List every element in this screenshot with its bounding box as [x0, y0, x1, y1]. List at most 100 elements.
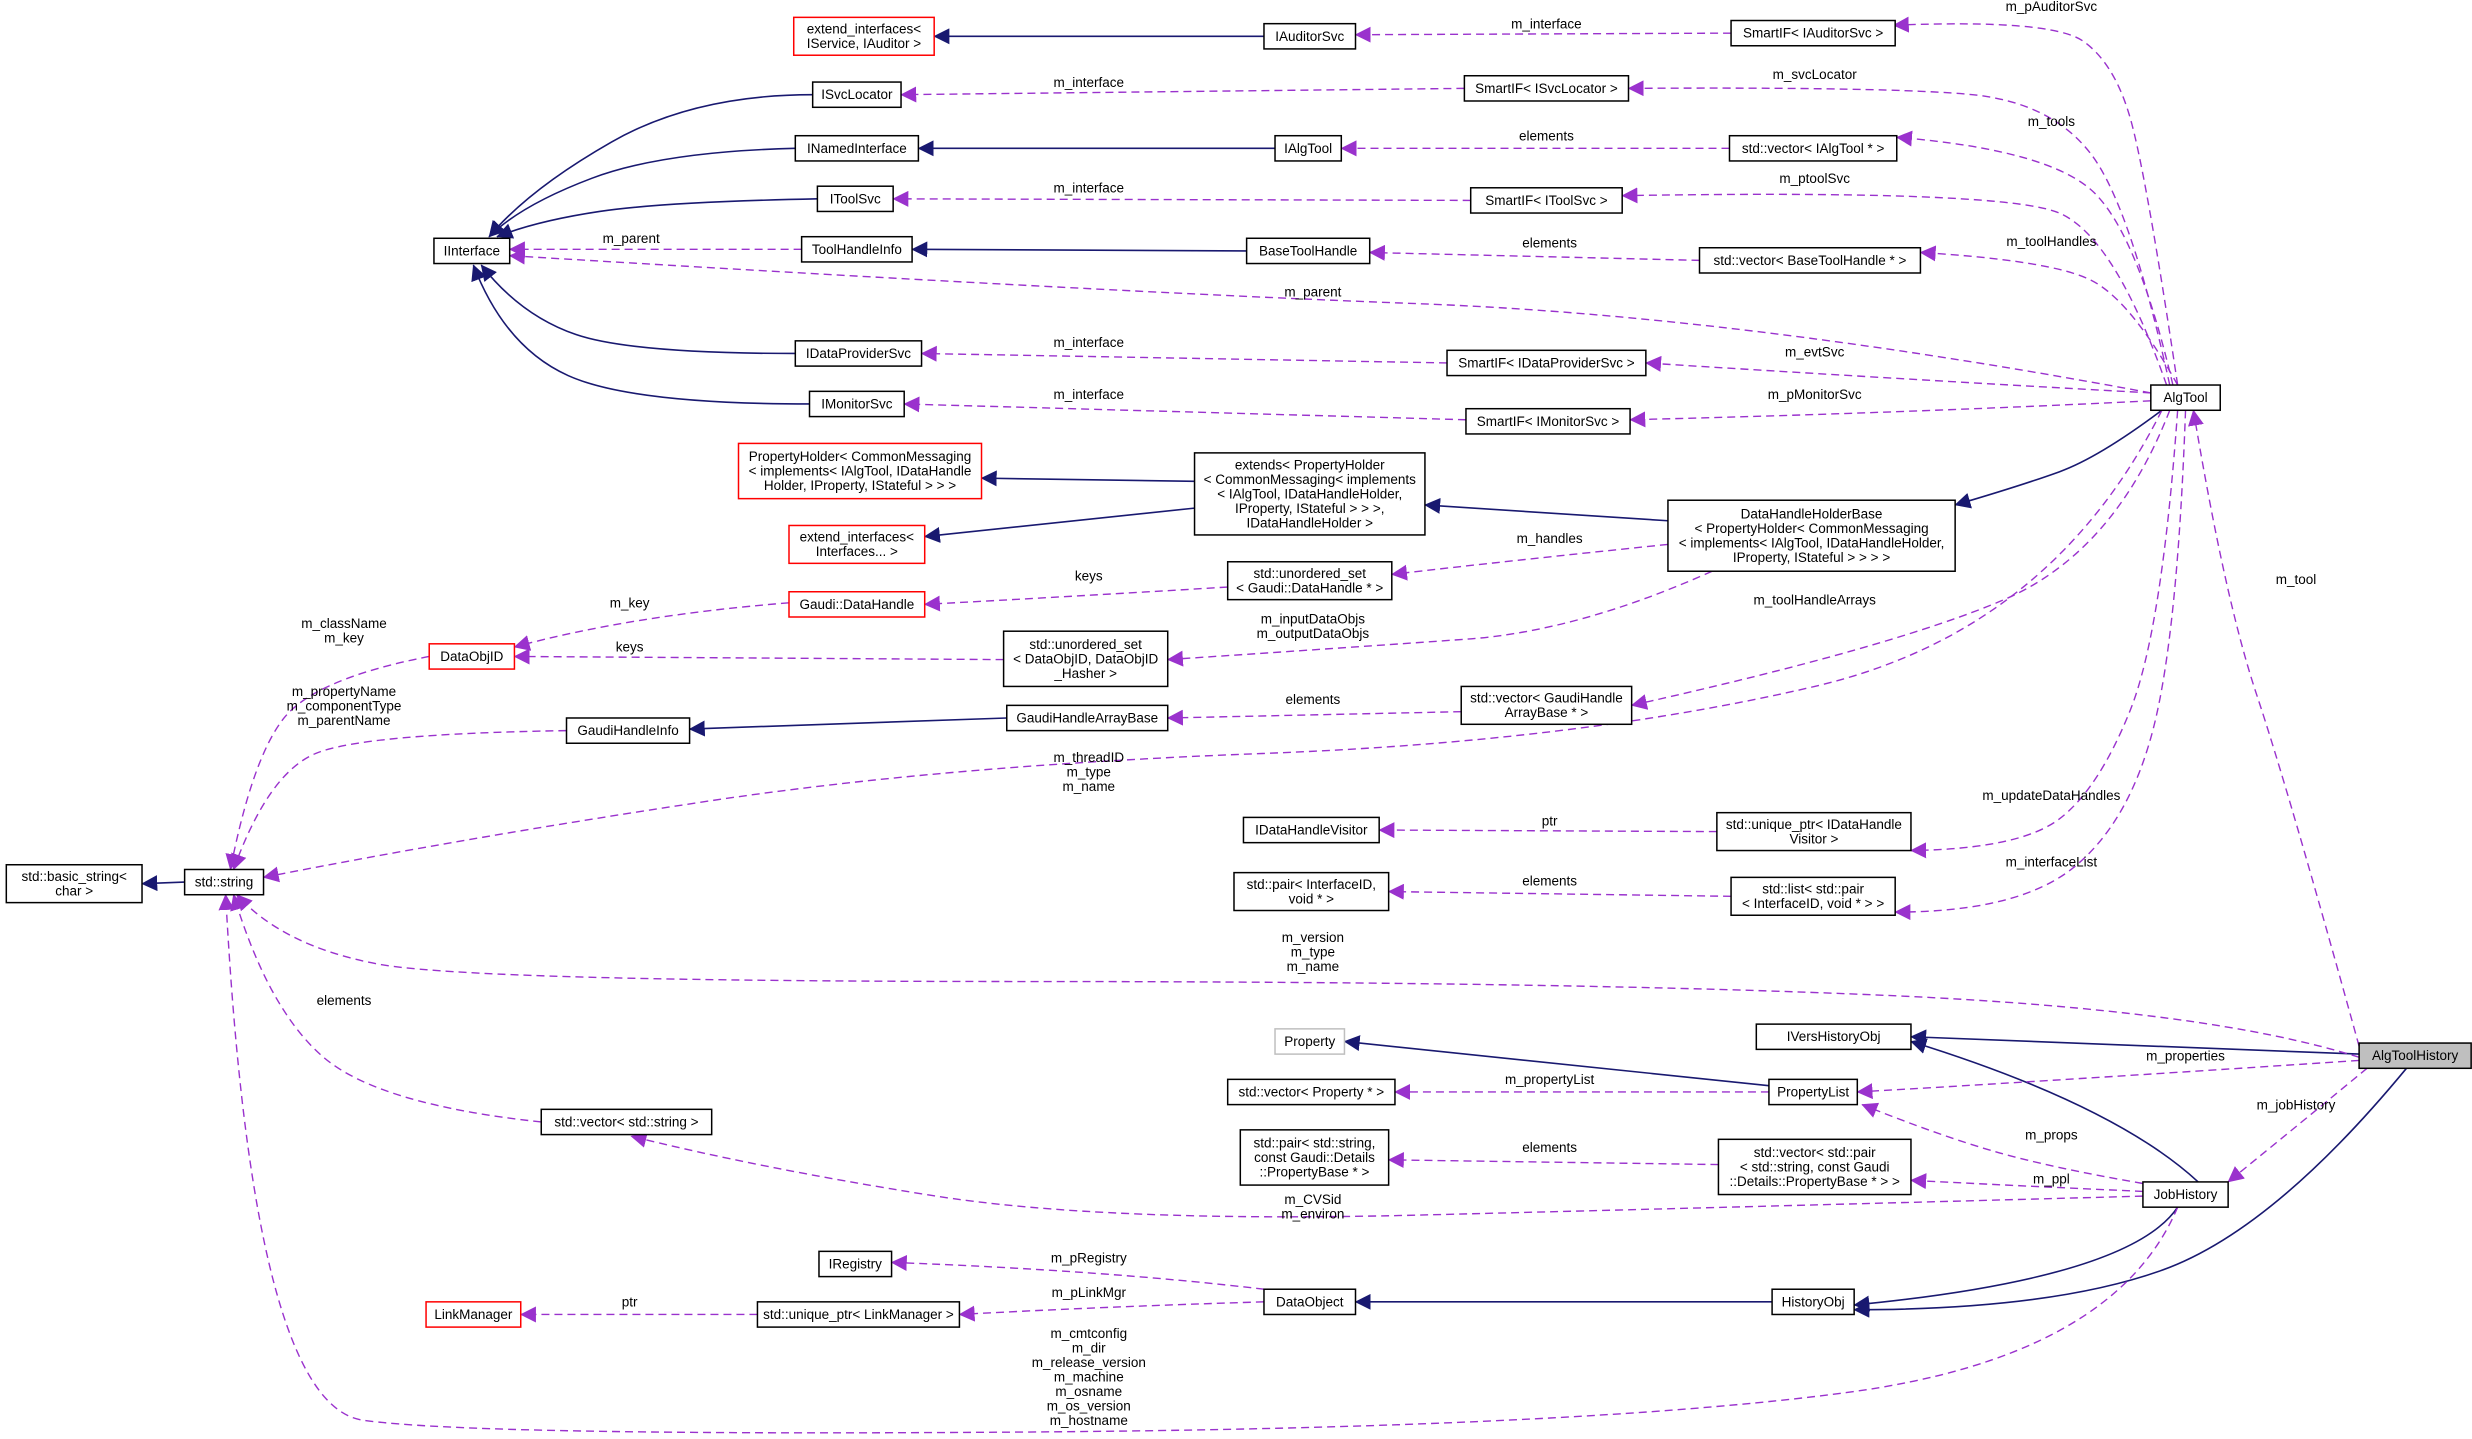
class-node-IMonitorSvc[interactable]: IMonitorSvc [808, 390, 905, 418]
class-node-label-line: IRegistry [829, 1256, 883, 1271]
class-node-label-line: < PropertyHolder< CommonMessaging [1694, 521, 1928, 536]
class-node-SmartIF_IAuditorSvc[interactable]: SmartIF< IAuditorSvc > [1730, 19, 1896, 47]
class-node-unordered_set_DOI[interactable]: std::unordered_set< DataObjID, DataObjID… [1002, 630, 1169, 688]
class-node-IDataHandleVisitor[interactable]: IDataHandleVisitor [1242, 816, 1380, 844]
class-node-label-line: ::PropertyBase * > [1260, 1164, 1370, 1179]
edges-layer [141, 16, 2408, 1434]
class-node-label-line: std::vector< IAlgTool * > [1742, 141, 1885, 156]
class-node-box [816, 185, 894, 213]
class-node-std_basic_string[interactable]: std::basic_string<char > [5, 863, 143, 904]
class-node-label-line: extends< PropertyHolder [1235, 457, 1385, 472]
class-node-label: DataObject [1276, 1294, 1344, 1309]
class-node-SmartIF_IDataProviderSvc[interactable]: SmartIF< IDataProviderSvc > [1446, 349, 1647, 377]
class-node-vector_BaseToolHandle[interactable]: std::vector< BaseToolHandle * > [1698, 246, 1922, 274]
class-node-std_string[interactable]: std::string [183, 868, 265, 896]
class-node-label: PropertyList [1777, 1084, 1849, 1099]
class-node-extends_PH[interactable]: extends< PropertyHolder< CommonMessaging… [1193, 452, 1426, 536]
class-node-unordered_set_DH[interactable]: std::unordered_set< Gaudi::DataHandle * … [1226, 561, 1393, 601]
class-node-IToolSvc[interactable]: IToolSvc [816, 185, 894, 213]
usage-edge-m_key [513, 602, 790, 651]
class-node-label-line: BaseToolHandle [1259, 243, 1357, 258]
class-node-box [1698, 246, 1922, 274]
edge-label-line: elements [1522, 1140, 1577, 1155]
inheritance-edge-ISvcLocator-to-IInterface [488, 93, 813, 238]
usage-edge-m_pRegistry [890, 1254, 1265, 1290]
inheritance-edge-GaudiHandleArrayBase-to-GaudiHandleInfo [688, 717, 1007, 737]
class-node-unique_ptr_LM[interactable]: std::unique_ptr< LinkManager > [756, 1301, 961, 1328]
class-node-ToolHandleInfo[interactable]: ToolHandleInfo [800, 235, 913, 263]
class-node-label: SmartIF< IAuditorSvc > [1743, 26, 1883, 41]
class-node-label: std::vector< BaseToolHandle * > [1714, 253, 1907, 268]
class-node-LinkManager[interactable]: LinkManager [425, 1301, 522, 1328]
class-node-label-line: Interfaces... > [816, 544, 898, 559]
class-node-PropertyList[interactable]: PropertyList [1768, 1078, 1859, 1106]
class-node-vector_Property[interactable]: std::vector< Property * > [1226, 1078, 1396, 1106]
inheritance-edge-IToolSvc-to-IInterface [496, 198, 818, 239]
class-node-IInterface[interactable]: IInterface [433, 237, 511, 265]
usage-edge-keys_dataobjid [513, 648, 1004, 665]
class-node-HistoryObj[interactable]: HistoryObj [1771, 1288, 1855, 1316]
class-node-label: IMonitorSvc [821, 396, 893, 411]
usage-edge-m_properties [1856, 1059, 2360, 1100]
class-node-BaseToolHandle[interactable]: BaseToolHandle [1245, 237, 1371, 265]
class-node-DataObjID[interactable]: DataObjID [428, 643, 516, 670]
class-node-extend_interfaces_2[interactable]: extend_interfaces<Interfaces... > [788, 524, 926, 565]
class-node-IAlgTool[interactable]: IAlgTool [1274, 134, 1343, 162]
edge-label-line: m_name [1063, 779, 1116, 794]
class-node-Property[interactable]: Property [1274, 1028, 1346, 1055]
class-node-label: std::vector< std::pair< std::string, con… [1730, 1145, 1900, 1189]
edge-label-line: m_hostname [1050, 1413, 1128, 1428]
class-node-list_pair[interactable]: std::list< std::pair< InterfaceID, void … [1730, 876, 1896, 916]
class-node-box [1730, 19, 1896, 47]
class-node-IRegistry[interactable]: IRegistry [818, 1250, 893, 1278]
class-node-vector_IAlgTool[interactable]: std::vector< IAlgTool * > [1728, 134, 1898, 162]
class-node-GaudiHandleArrayBase[interactable]: GaudiHandleArrayBase [1006, 704, 1169, 732]
class-node-AlgToolHistory[interactable]: AlgToolHistory [2358, 1042, 2472, 1070]
class-node-label: std::vector< IAlgTool * > [1742, 141, 1885, 156]
class-node-label-line: LinkManager [434, 1307, 513, 1322]
class-node-DataHandleHolderBase[interactable]: DataHandleHolderBase< PropertyHolder< Co… [1667, 499, 1956, 572]
class-node-IVersHistoryObj[interactable]: IVersHistoryObj [1755, 1023, 1912, 1051]
class-node-AlgTool[interactable]: AlgTool [2150, 384, 2221, 412]
class-node-ISvcLocator[interactable]: ISvcLocator [811, 81, 902, 109]
class-node-INamedInterface[interactable]: INamedInterface [794, 134, 920, 162]
class-node-SmartIF_ISvcLocator[interactable]: SmartIF< ISvcLocator > [1463, 74, 1630, 102]
class-node-box [1274, 134, 1343, 162]
class-node-JobHistory[interactable]: JobHistory [2142, 1181, 2229, 1208]
edge-label-line: m_parent [1284, 285, 1341, 300]
class-node-extend_interfaces_1[interactable]: extend_interfaces<IService, IAuditor > [792, 16, 935, 56]
edge-label-m_parent_algtool: m_parent [1284, 285, 1341, 300]
edge-label-m_interface_dataprovider: m_interface [1054, 335, 1125, 350]
class-node-Gaudi_DataHandle[interactable]: Gaudi::DataHandle [788, 591, 926, 618]
class-node-box [540, 1108, 713, 1136]
class-node-SmartIF_IToolSvc[interactable]: SmartIF< IToolSvc > [1469, 187, 1623, 214]
inheritance-edge-AlgToolHistory-to-HistoryObj [1853, 1067, 2408, 1318]
class-node-box [1274, 1028, 1346, 1055]
class-node-SmartIF_IMonitorSvc[interactable]: SmartIF< IMonitorSvc > [1465, 407, 1631, 435]
class-node-label-line: < DataObjID, DataObjID [1013, 651, 1158, 666]
class-node-label: IDataHandleVisitor [1255, 823, 1368, 838]
class-node-label-line: SmartIF< IMonitorSvc > [1477, 414, 1620, 429]
class-node-box [1002, 630, 1169, 688]
class-node-IAuditorSvc[interactable]: IAuditorSvc [1263, 22, 1357, 50]
edge-label-line: m_tools [2028, 114, 2076, 129]
class-node-box [811, 81, 902, 109]
class-node-vector_pair_PB[interactable]: std::vector< std::pair< std::string, con… [1717, 1138, 1912, 1196]
edge-label-line: m_handles [1517, 531, 1583, 546]
class-node-IDataProviderSvc[interactable]: IDataProviderSvc [794, 340, 923, 367]
class-node-label-line: char > [55, 883, 93, 898]
class-node-DataObject[interactable]: DataObject [1263, 1288, 1357, 1316]
usage-edge-m_tool [2188, 409, 2360, 1047]
edge-label-line: m_name [1287, 959, 1340, 974]
class-node-label: IToolSvc [830, 191, 881, 206]
class-node-PropertyHolder_CM[interactable]: PropertyHolder< CommonMessaging< impleme… [737, 442, 983, 500]
class-node-vector_string[interactable]: std::vector< std::string > [540, 1108, 713, 1136]
class-node-GaudiHandleInfo[interactable]: GaudiHandleInfo [565, 717, 691, 744]
class-node-label-line: SmartIF< ISvcLocator > [1475, 81, 1618, 96]
edge-label-m_properties: m_properties [2146, 1048, 2225, 1063]
edge-label-line: m_pRegistry [1051, 1250, 1127, 1265]
class-node-pair_string_PB[interactable]: std::pair< std::string,const Gaudi::Deta… [1239, 1129, 1390, 1186]
class-node-pair_InterfaceID[interactable]: std::pair< InterfaceID,void * > [1233, 871, 1390, 912]
